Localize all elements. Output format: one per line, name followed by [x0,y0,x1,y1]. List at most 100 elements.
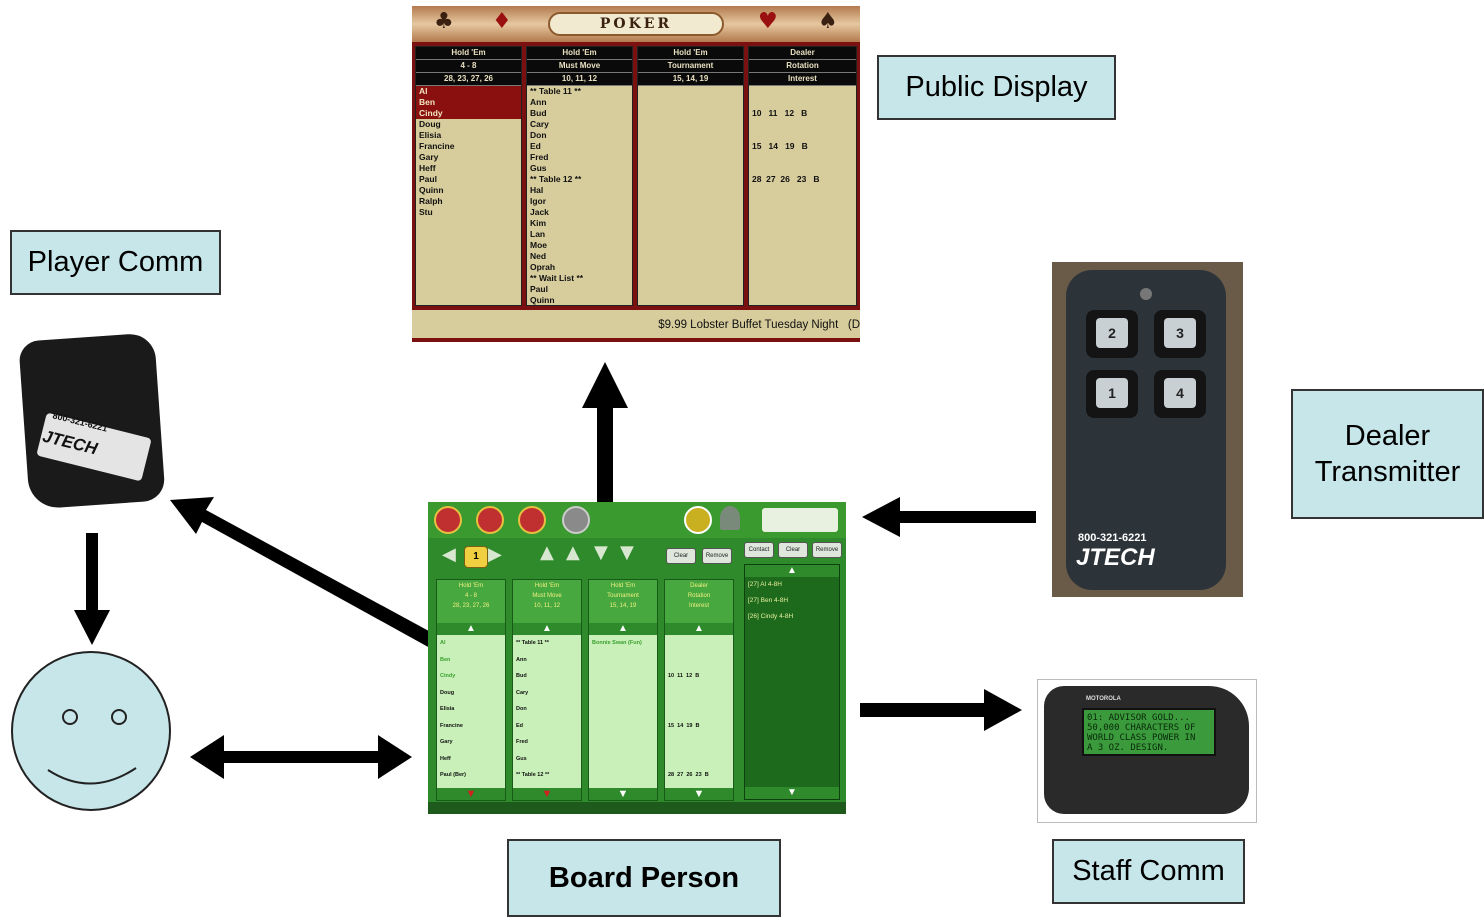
remote-brand: JTECH [1076,544,1155,571]
list-item: ** Table 12 ** [530,174,582,184]
scroll-down-icon[interactable]: ▼ [589,788,657,800]
list-item[interactable]: Cindy [440,673,456,679]
column-tables: 28, 23, 27, 26 [452,603,490,609]
remove-button-right[interactable]: Remove [812,542,842,558]
list-item: Quinn [530,295,555,305]
list-item: Ann [530,97,547,107]
scroll-down-icon[interactable]: ▼ [745,787,839,799]
list-item: Moe [530,240,547,250]
list-item[interactable]: Bud [516,673,527,679]
list-item[interactable]: Ann [516,656,527,663]
list-item: Gus [530,163,547,173]
list-item[interactable]: Gary [440,739,453,745]
list-item[interactable]: Doug [440,689,455,696]
list-item: ** Wait List ** [530,273,584,283]
list-item: Cindy [416,108,521,119]
column-game: Dealer [690,583,708,589]
list-item: Ed [530,141,541,151]
column-limit: Must Move [532,593,562,599]
column-header: Hold 'Em Tournament 15, 14, 19 [589,580,657,623]
board-column: Hold 'Em Must Move 10, 11, 12 ▲ ** Table… [512,579,582,801]
remote-key: 2 [1086,310,1138,358]
led-icon [1140,288,1152,300]
poker-column: Hold 'Em 4 - 8 28, 23, 27, 26 Al Ben Cin… [415,46,522,306]
scroll-up-icon[interactable]: ▲ [665,623,733,635]
list-item[interactable]: Ben [440,656,451,663]
remote-key: 1 [1086,370,1138,418]
dealer-transmitter-line: Dealer [1344,419,1431,452]
list-item[interactable]: ** Table 11 ** [516,640,549,646]
club-icon: ♣ [434,9,454,34]
list-item[interactable]: Elisia [440,706,455,712]
scroll-down-icon[interactable]: ▼ [513,788,581,800]
list-item: Ben [416,97,521,108]
prev-icon[interactable]: ◀ [442,544,456,565]
list-item[interactable]: Cary [516,689,529,696]
remove-button[interactable]: Remove [702,548,732,564]
list-item[interactable]: Heff [440,755,451,762]
list-item[interactable]: Francine [440,722,463,729]
staff-pager-logo: MOTOROLA [1086,696,1121,702]
status-bar [428,802,846,814]
message-item[interactable]: [27] Ben 4-8H [748,597,789,604]
scroll-up-icon[interactable]: ▲ [437,623,505,635]
player-icon[interactable] [518,506,546,534]
player-list: Bonnie Swan (Fun) [589,635,657,652]
column-limit: Must Move [527,60,632,73]
dealer-remote-image: 2 3 1 4 800-321-6221 JTECH [1052,262,1243,597]
list-item: ** Table 11 ** [530,86,581,96]
list-item[interactable]: Al [440,640,446,646]
column-game: Hold 'Em [610,583,636,589]
waiting-list-icon[interactable] [434,506,462,534]
list-item[interactable]: Bonnie Swan (Fun) [592,640,642,646]
list-item[interactable]: Paul (Ber) [440,772,466,778]
scroll-down-icon[interactable]: ▼ [665,788,733,800]
list-item[interactable]: ** Table 12 ** [516,772,550,778]
rotation-list: 10 11 12 B 15 14 19 B 28 27 26 23 B [749,86,856,207]
board-column: Hold 'Em Tournament 15, 14, 19 ▲ Bonnie … [588,579,658,801]
scroll-up-icon[interactable]: ▲ [589,623,657,635]
list-item[interactable]: 10 11 12 B [668,673,700,679]
key-label: 2 [1096,318,1128,348]
column-limit: Tournament [638,60,743,73]
list-item[interactable]: Fred [516,739,528,745]
staff-pager-screen: 01: ADVISOR GOLD... 50,000 CHARACTERS OF… [1082,708,1216,756]
up-icon[interactable]: ▲ [566,542,580,563]
remote-key: 3 [1154,310,1206,358]
list-item[interactable]: 28 27 26 23 B [668,772,709,778]
top-icon[interactable]: ▲ [540,542,554,563]
column-tables: Interest [688,603,709,609]
message-item[interactable]: [27] Al 4-8H [748,581,782,588]
scroll-up-icon[interactable]: ▲ [513,623,581,635]
board-app-screen: ◀ 1 ▶ ▲ ▲ ▼ ▼ Clear Remove Contact Clear… [428,502,846,814]
staff-pager-case: MOTOROLA 01: ADVISOR GOLD... 50,000 CHAR… [1044,686,1249,814]
message-panel: ▲ [27] Al 4-8H [27] Ben 4-8H [26] Cindy … [744,564,840,800]
contact-button[interactable]: Contact [744,542,774,558]
message-item[interactable]: [26] Cindy 4-8H [748,613,794,620]
dealer-icon[interactable] [562,506,590,534]
next-icon[interactable]: ▶ [488,544,502,565]
remote-phone-number: 800-321-6221 [1078,532,1147,544]
scroll-up-icon[interactable]: ▲ [745,565,839,577]
help-icon[interactable] [720,506,740,530]
column-limit: 4 - 8 [416,60,521,73]
table-icon[interactable] [476,506,504,534]
player-list: ** Table 11 ** Ann Bud Cary Don Ed Fred … [513,635,581,784]
list-item: Bud [530,108,547,118]
list-item[interactable]: Gus [516,755,527,762]
list-item[interactable]: 15 14 19 B [668,722,700,729]
scroll-down-icon[interactable]: ▼ [437,788,505,800]
admin-icon[interactable] [684,506,712,534]
list-item[interactable]: Ed [516,722,524,729]
list-item: Doug [419,119,441,129]
list-item[interactable]: Don [516,706,527,712]
clear-button[interactable]: Clear [666,548,696,564]
list-item: Al [416,86,521,97]
poker-column: Hold 'Em Must Move 10, 11, 12 ** Table 1… [526,46,633,306]
bottom-icon[interactable]: ▼ [620,542,634,563]
ticker-bar: $9.99 Lobster Buffet Tuesday Night (D [412,310,860,342]
column-game: Hold 'Em [527,47,632,60]
down-icon[interactable]: ▼ [594,542,608,563]
clear-button-right[interactable]: Clear [778,542,808,558]
